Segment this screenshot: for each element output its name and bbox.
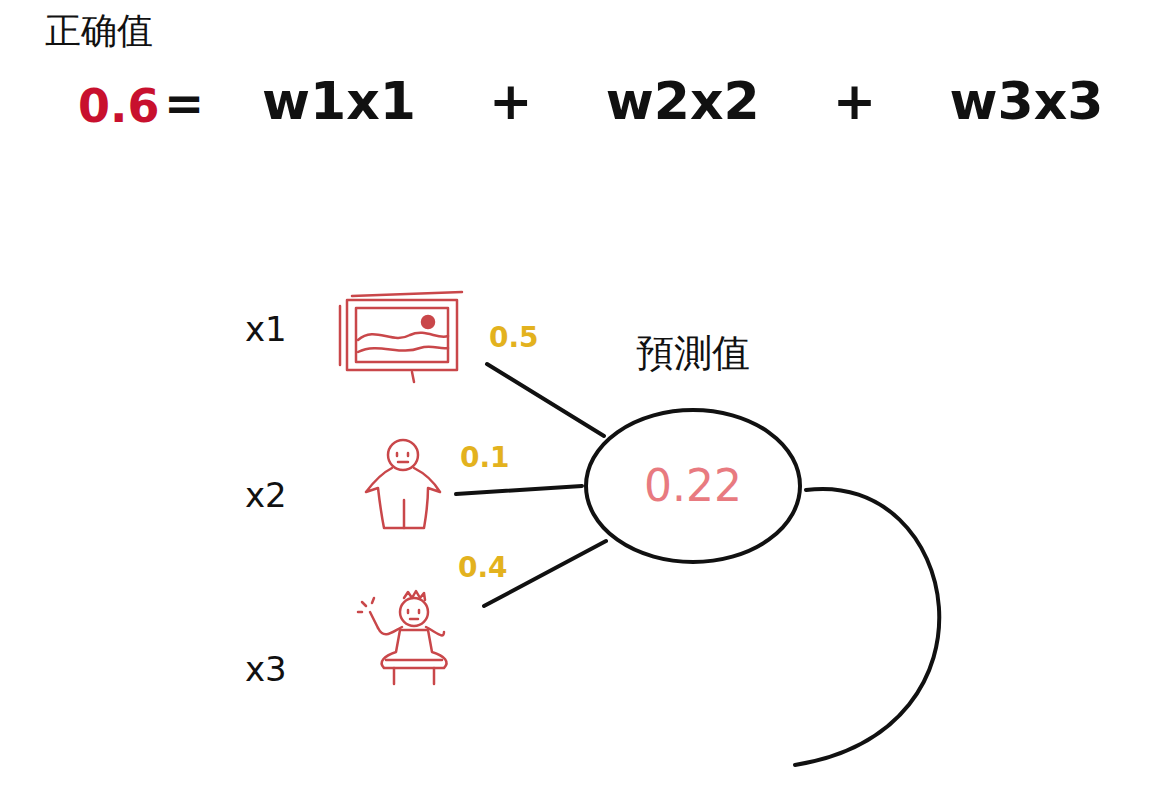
output-curve — [795, 489, 939, 765]
head — [388, 440, 418, 470]
picture-icon — [340, 292, 462, 382]
skirt-legs — [386, 660, 442, 684]
input-wire — [487, 364, 604, 436]
target-value: 0.6 — [78, 80, 160, 133]
input-wire — [456, 486, 582, 494]
head — [400, 598, 428, 626]
face — [397, 453, 408, 462]
heading: 正确值 — [45, 10, 153, 51]
input-name: x1 — [245, 310, 287, 349]
body — [366, 468, 440, 528]
wand — [358, 598, 378, 628]
input-wires — [456, 364, 939, 765]
dress — [382, 630, 447, 668]
weight-value: 0.5 — [489, 322, 539, 354]
person-icon — [366, 440, 440, 528]
sun — [422, 316, 434, 328]
weight-value: 0.1 — [460, 442, 510, 474]
weight-value: 0.4 — [458, 552, 508, 584]
frame-inner — [356, 308, 448, 362]
face — [408, 610, 419, 619]
landscape — [358, 333, 448, 352]
circle-border — [586, 410, 800, 562]
princess-icon — [358, 591, 447, 684]
crown — [404, 591, 425, 600]
legs — [403, 500, 406, 528]
node-heading: 預測值 — [636, 332, 750, 376]
neuron-circle: 預測值 0.22 — [583, 330, 805, 566]
frame — [347, 300, 457, 370]
equals-sign: = — [164, 76, 204, 131]
frame-sketch — [340, 292, 462, 382]
predicted-value: 0.22 — [644, 461, 742, 512]
formula: w1x1 + w2x2 + w3x3 — [262, 72, 1103, 132]
input-name: x3 — [245, 650, 287, 689]
input-name: x2 — [245, 476, 287, 515]
